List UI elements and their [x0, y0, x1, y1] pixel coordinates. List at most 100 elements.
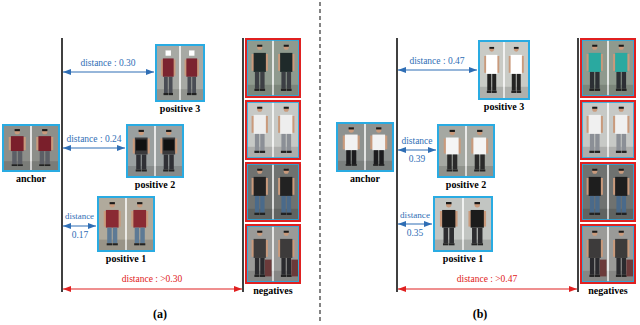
- distance-value: 0.35: [407, 228, 424, 238]
- person-shoe: [622, 275, 627, 277]
- photo-split: [504, 42, 505, 98]
- image-caption: anchor: [2, 173, 60, 185]
- person-shoe: [622, 151, 627, 153]
- image-frame: [2, 124, 60, 172]
- photo-ground: [247, 102, 273, 158]
- photo-ground: [157, 46, 180, 100]
- person-shoe: [107, 243, 112, 245]
- negative-border: [581, 163, 635, 221]
- photo-floor: [480, 87, 504, 98]
- person-leg: [480, 155, 485, 170]
- photo-ground: [582, 102, 608, 158]
- person-shoe: [281, 151, 286, 153]
- photo-ground: [582, 226, 608, 282]
- negative-border: [581, 39, 635, 97]
- person-head: [257, 107, 262, 112]
- distance-arrow: [398, 288, 577, 289]
- person-head: [284, 45, 289, 50]
- photo-floor: [464, 240, 492, 250]
- photo-split: [608, 102, 609, 158]
- person-leg: [287, 134, 291, 151]
- person-shoe: [281, 89, 286, 91]
- photo-ground: [366, 124, 393, 170]
- image-frame: [97, 196, 155, 252]
- positive-image: positive 1: [433, 196, 493, 265]
- person-hair: [592, 231, 597, 233]
- positive-image: positive 1: [97, 196, 155, 265]
- face-mask: [189, 50, 194, 55]
- negative-border: [581, 225, 635, 283]
- person-leg: [444, 228, 449, 244]
- distance-label: distance: [65, 212, 94, 222]
- photo-ground: [467, 126, 494, 176]
- person-torso: [162, 138, 175, 155]
- person-torso: [589, 115, 601, 134]
- photo-floor: [4, 161, 31, 170]
- person-shoe: [187, 93, 192, 95]
- person-head: [489, 47, 494, 52]
- person-head: [592, 45, 597, 50]
- person-head: [446, 202, 452, 208]
- person-leg: [40, 151, 45, 164]
- person-head: [110, 202, 115, 207]
- person-leg: [255, 196, 259, 213]
- person-leg: [255, 72, 259, 89]
- inner-border: [583, 103, 634, 158]
- negative-border: [581, 101, 635, 159]
- person-shoe: [622, 213, 627, 215]
- distance-arrow: [63, 71, 154, 72]
- person-leg: [379, 150, 384, 164]
- image-caption: positive 2: [437, 179, 495, 191]
- distance-label: distance : 0.24: [66, 134, 121, 144]
- person-hair: [592, 107, 597, 109]
- person-torso: [471, 210, 484, 228]
- photo-ground: [32, 126, 59, 170]
- person-torso: [106, 210, 119, 228]
- photo-split: [365, 124, 366, 170]
- person-head: [619, 231, 624, 236]
- person-hair: [619, 45, 624, 47]
- person-shoe: [254, 151, 259, 153]
- person-shoe: [287, 275, 292, 277]
- person-leg: [595, 72, 599, 89]
- person-torso: [442, 210, 455, 228]
- person-shoe: [192, 93, 197, 95]
- person-leg: [453, 155, 458, 170]
- person-hair: [592, 169, 597, 171]
- person-shoe: [480, 170, 485, 172]
- person-head: [137, 202, 142, 207]
- person-hair: [257, 169, 262, 171]
- person-shoe: [260, 151, 265, 153]
- person-shoe: [12, 164, 17, 166]
- person-hair: [139, 130, 144, 132]
- photo-split: [273, 164, 274, 220]
- photo-floor: [181, 89, 204, 100]
- distance-label: distance : >0.47: [457, 274, 518, 284]
- person-torso: [345, 135, 358, 151]
- person-head: [166, 130, 171, 135]
- person-leg: [616, 134, 620, 151]
- person-head: [514, 47, 519, 52]
- photo-ground: [338, 124, 365, 170]
- image-frame: [126, 124, 184, 178]
- photo-floor: [582, 147, 608, 158]
- inner-border: [248, 103, 299, 158]
- person-shoe: [163, 170, 168, 172]
- person-torso: [446, 138, 459, 155]
- person-backpack: [163, 140, 174, 151]
- person-hair: [137, 202, 142, 204]
- photo-floor: [582, 85, 608, 96]
- person-hair: [15, 129, 20, 131]
- person-shoe: [589, 213, 594, 215]
- photo-floor: [435, 240, 463, 250]
- photo-split: [126, 198, 127, 250]
- image-caption: anchor: [336, 173, 394, 185]
- negatives-column: negatives: [580, 38, 636, 297]
- person-hair: [619, 107, 624, 109]
- person-leg: [622, 196, 626, 213]
- person-shoe: [134, 243, 139, 245]
- photo-ground: [127, 198, 154, 250]
- distance-value: 0.17: [72, 230, 89, 240]
- person-shoe: [516, 91, 521, 93]
- person-leg: [169, 77, 173, 93]
